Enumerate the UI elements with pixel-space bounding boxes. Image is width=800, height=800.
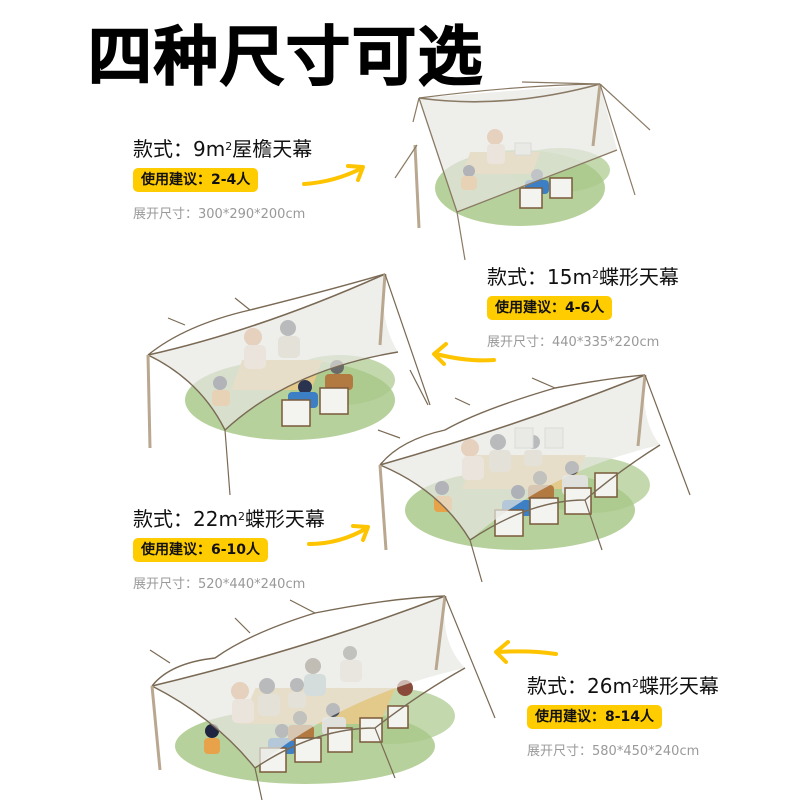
size-text: 展开尺寸：520*440*240cm	[133, 577, 306, 592]
arrow-left-icon	[432, 342, 496, 366]
page-title: 四种尺寸可选	[87, 20, 484, 96]
area-superscript: 2	[591, 268, 599, 281]
size-text: 展开尺寸：580*450*240cm	[527, 744, 700, 759]
canopy-illustration-26m2	[149, 595, 496, 800]
canopy-type: 蝶形天幕	[244, 507, 325, 531]
style-label: 款式：	[487, 265, 547, 289]
recommend-badge: 使用建议：2-4人	[133, 168, 259, 192]
recommend-badge: 使用建议：8-14人	[527, 705, 663, 729]
spec-name: 款式：26m2蝶形天幕	[527, 673, 719, 699]
area-value: 22m	[193, 507, 238, 531]
canopy-type: 蝶形天幕	[638, 674, 719, 698]
size-text: 展开尺寸：300*290*200cm	[133, 207, 306, 222]
arrow-left-icon	[494, 640, 558, 664]
spec-name: 款式：15m2蝶形天幕	[487, 264, 679, 290]
recommend-badge: 使用建议：4-6人	[487, 296, 613, 320]
canopy-illustration-22m2	[377, 369, 691, 583]
spec-card-9m2: 款式：9m2屋檐天幕 使用建议：2-4人 展开尺寸：300*290*200cm	[133, 136, 312, 222]
style-label: 款式：	[133, 137, 193, 161]
arrow-right-icon	[302, 164, 365, 186]
spec-card-26m2: 款式：26m2蝶形天幕 使用建议：8-14人 展开尺寸：580*450*240c…	[527, 673, 719, 759]
canopy-illustration-9m2	[394, 81, 651, 261]
canopy-illustration-15m2	[146, 273, 431, 496]
spec-card-22m2: 款式：22m2蝶形天幕 使用建议：6-10人 展开尺寸：520*440*240c…	[133, 506, 325, 592]
recommend-badge: 使用建议：6-10人	[133, 538, 269, 562]
area-value: 9m	[193, 137, 226, 161]
area-value: 26m	[587, 674, 632, 698]
style-label: 款式：	[133, 507, 193, 531]
area-superscript: 2	[631, 677, 639, 690]
area-superscript: 2	[225, 140, 233, 153]
spec-card-15m2: 款式：15m2蝶形天幕 使用建议：4-6人 展开尺寸：440*335*220cm	[487, 264, 679, 350]
area-superscript: 2	[237, 510, 245, 523]
arrow-right-icon	[307, 524, 370, 546]
spec-name: 款式：22m2蝶形天幕	[133, 506, 325, 532]
style-label: 款式：	[527, 674, 587, 698]
spec-name: 款式：9m2屋檐天幕	[133, 136, 312, 162]
canopy-type: 屋檐天幕	[232, 137, 313, 161]
area-value: 15m	[547, 265, 592, 289]
size-text: 展开尺寸：440*335*220cm	[487, 335, 660, 350]
canopy-type: 蝶形天幕	[598, 265, 679, 289]
